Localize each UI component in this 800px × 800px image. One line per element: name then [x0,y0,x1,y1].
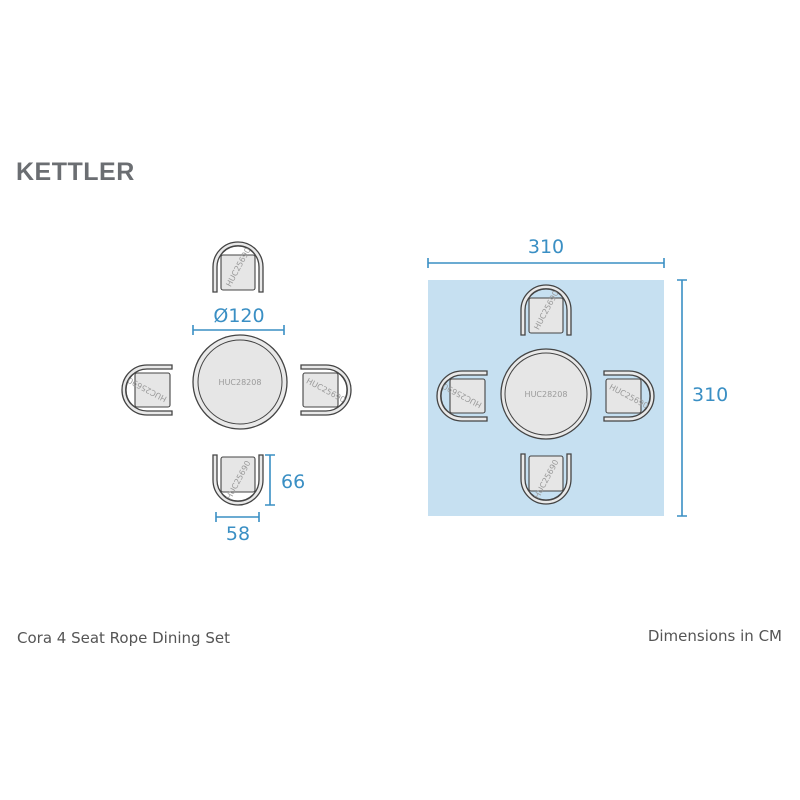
kettler-logo: KETTLER [16,158,135,186]
chair-depth-dimension: 66 [265,454,305,506]
table: HUC28208 [500,348,592,440]
chair-top: HUC25690 [212,241,264,293]
area-height-dimension: 310 [677,279,728,517]
chair-depth-label: 66 [281,471,305,493]
table-code: HUC28208 [219,378,262,387]
units-note: Dimensions in CM [648,627,782,645]
chair-left: HUC25690 [121,364,173,416]
plan-view-footprint: HUC28208 HUC25690 HUC25690 HUC25690 HUC2… [427,236,728,517]
chair-width-dimension: 58 [215,512,260,545]
plan-view-left: HUC28208 HUC25690 HUC25690 HUC25690 HUC2… [121,241,352,545]
chair-right: HUC25690 [300,364,352,416]
area-height-label: 310 [692,384,728,406]
area-width-label: 310 [528,236,564,258]
table-diameter-label: Ø120 [213,305,264,327]
table-diameter-dimension: Ø120 [192,305,285,335]
chair-width-label: 58 [226,523,250,545]
table: HUC28208 [192,334,288,430]
chair-bottom: HUC25690 [212,454,264,506]
product-name: Cora 4 Seat Rope Dining Set [17,629,230,647]
table-code: HUC28208 [525,390,568,399]
area-width-dimension: 310 [427,236,665,268]
